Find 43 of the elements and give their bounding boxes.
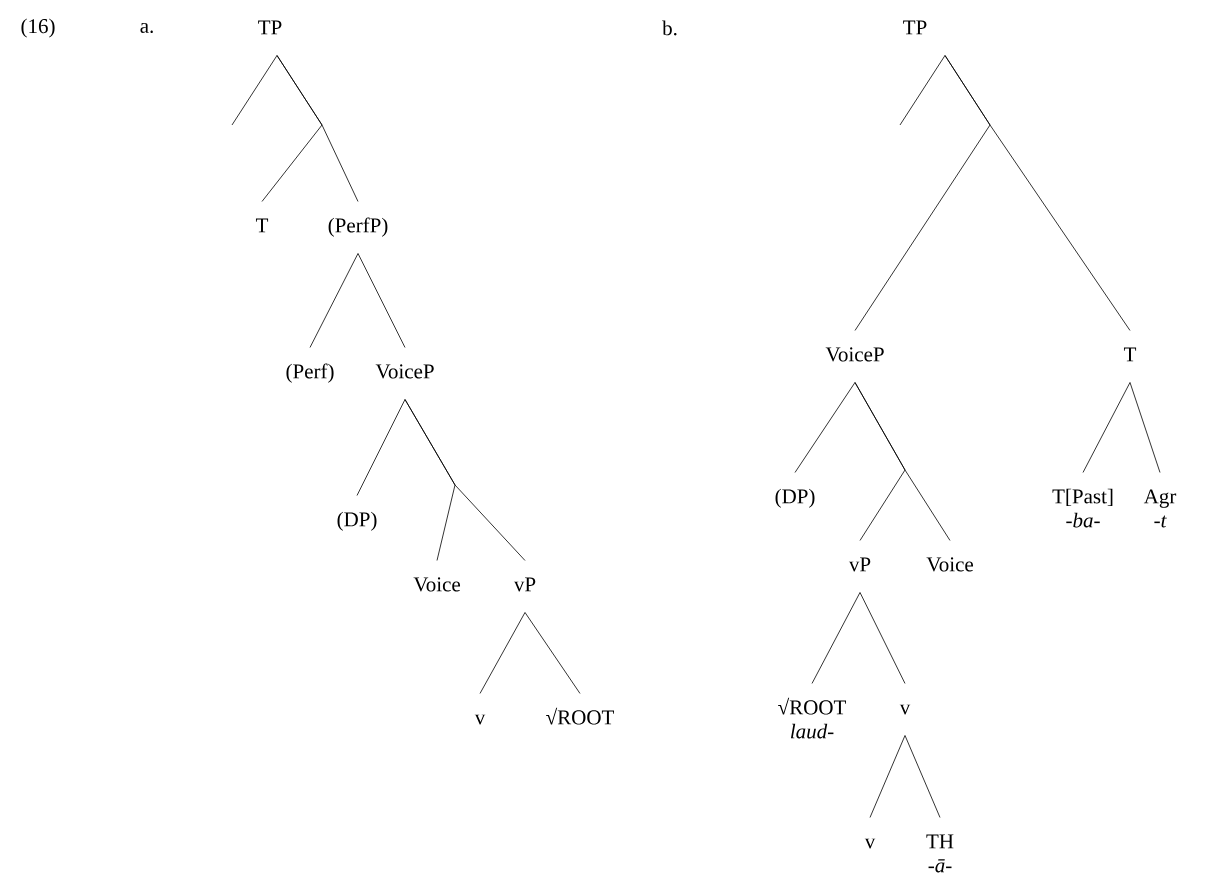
tree-branch: [794, 382, 856, 473]
tree-branch: [1129, 382, 1161, 473]
tree-branch: [944, 55, 1131, 331]
tree-branch: [357, 253, 406, 348]
tree-label: vP: [848, 557, 871, 572]
tree-branch: [404, 399, 526, 561]
tree-label: v: [864, 838, 876, 849]
tree-label: TH -ā-: [926, 834, 954, 873]
tree-label: Voice: [926, 557, 973, 572]
tree-branch: [524, 612, 581, 694]
tree-label: T: [1123, 347, 1137, 362]
example-label: a.: [140, 22, 153, 34]
tree-label: v: [474, 714, 486, 725]
tree-label: TP: [258, 20, 282, 35]
tree-branch: [899, 55, 946, 126]
tree-branch: [869, 735, 906, 818]
tree-branch: [811, 592, 861, 684]
tree-branch: [479, 612, 526, 694]
tree-label: TP: [903, 20, 927, 35]
tree-label: v: [899, 704, 911, 715]
tree-branch: [1082, 382, 1131, 473]
tree-label: (Perf): [286, 363, 334, 383]
tree-branch: [231, 55, 278, 126]
tree-label: (PerfP): [328, 217, 388, 237]
tree-branch: [859, 592, 906, 684]
tree-label: VoiceP: [825, 347, 884, 362]
example-label: (16): [21, 18, 55, 38]
tree-branch: [309, 253, 359, 348]
tree-branch: [356, 399, 406, 496]
tree-label: Agr -t: [1143, 489, 1177, 528]
tree-branch: [276, 55, 359, 202]
tree-label: T: [255, 218, 269, 233]
tree-label: vP: [513, 577, 536, 592]
tree-label: (DP): [337, 511, 377, 531]
tree-label: Voice: [413, 577, 460, 592]
tree-label: VoiceP: [375, 364, 434, 379]
tree-branch: [904, 735, 941, 818]
tree-branch: [854, 382, 951, 541]
tree-label: √ROOT laud-: [778, 697, 846, 739]
example-label: b.: [662, 20, 677, 36]
tree-label: T[Past] -ba-: [1052, 488, 1113, 528]
tree-label: √ROOT: [546, 707, 614, 725]
tree-label: (DP): [775, 488, 815, 508]
